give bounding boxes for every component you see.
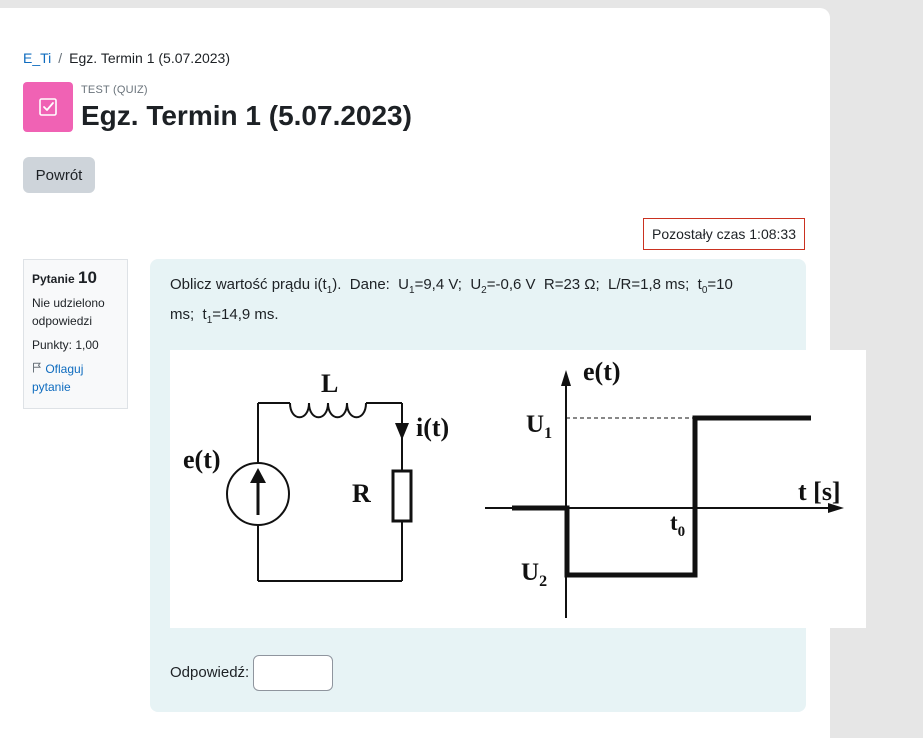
question-lead-sub: 1 [326, 285, 333, 296]
graph-y-label: e(t) [583, 357, 621, 386]
breadcrumb-course-link[interactable]: E_Ti [23, 50, 52, 66]
given-u2-value: =-0,6 V [486, 276, 536, 293]
given-u1-sub: 1 [409, 285, 415, 296]
quiz-checkbox-icon [23, 82, 73, 132]
given-t1-value: =14,9 ms. [212, 306, 279, 323]
breadcrumb-separator: / [58, 50, 63, 66]
question-lead: Oblicz wartość prądu i(t [170, 276, 327, 293]
voltage-waveform [512, 415, 811, 578]
flag-question-label: Oflaguj pytanie [32, 362, 84, 394]
quiz-timer: Pozostały czas 1:08:33 [643, 218, 805, 250]
given-r: R=23 Ω; [543, 276, 600, 293]
activity-type-label: TEST (QUIZ) [81, 84, 148, 96]
t0-label-main: t [670, 510, 678, 535]
u1-label-sub: 1 [544, 425, 552, 442]
circuit-and-graph: L i(t) e(t) R e(t) t [s] U1 U2 t0 [183, 357, 844, 618]
given-u1: U [398, 276, 410, 293]
question-figure: L i(t) e(t) R e(t) t [s] U1 U2 t0 [170, 350, 866, 628]
source-label: e(t) [183, 445, 221, 474]
question-text: Oblicz wartość prądu i(t1). Dane: U1=9,4… [170, 273, 790, 333]
given-t0-sub: 0 [701, 285, 708, 296]
page-title: Egz. Termin 1 (5.07.2023) [81, 100, 412, 131]
page-region: E_Ti / Egz. Termin 1 (5.07.2023) TEST (QUI… [0, 8, 866, 738]
question-number-label: Pytanie [32, 272, 75, 286]
given-t0: t [697, 276, 702, 293]
resistor-label: R [352, 479, 371, 508]
question-grade: Punkty: 1,00 [32, 338, 99, 352]
given-t1: t [202, 306, 207, 323]
given-u1-value: =9,4 V; [414, 276, 462, 293]
timer-value: 1:08:33 [749, 226, 796, 242]
question-lead-end: ). [332, 276, 342, 293]
question-content: Oblicz wartość prądu i(t1). Dane: U1=9,4… [150, 259, 866, 712]
u2-label-main: U [521, 559, 539, 586]
answer-label: Odpowiedź: [170, 664, 250, 681]
flag-icon [32, 362, 45, 376]
inductor-label: L [321, 369, 338, 398]
question-number: 10 [78, 268, 97, 287]
given-lr: L/R=1,8 ms; [608, 276, 690, 293]
given-u2-sub: 2 [481, 285, 487, 296]
current-arrow [395, 423, 409, 440]
back-button[interactable]: Powrót [23, 157, 95, 193]
t0-label-sub: 0 [678, 524, 686, 540]
graph-x-label: t [s] [798, 477, 841, 506]
breadcrumb: E_Ti / Egz. Termin 1 (5.07.2023) [23, 50, 230, 66]
given-t1-sub: 1 [206, 315, 213, 326]
question-state: Nie udzielono odpowiedzi [32, 296, 105, 328]
given-t0-value: =10 ms; [170, 276, 733, 323]
timer-label: Pozostały czas [652, 226, 746, 242]
given-label: Dane: [349, 276, 390, 293]
u1-label-main: U [526, 411, 544, 438]
answer-input[interactable] [253, 655, 333, 691]
u2-label-sub: 2 [539, 573, 547, 590]
resistor-symbol [391, 469, 413, 523]
voltage-source-symbol [226, 462, 290, 526]
u1-label: U1 [526, 411, 552, 442]
flag-question-link[interactable]: Oflaguj pytanie [32, 360, 119, 396]
t0-label: t0 [670, 510, 685, 540]
breadcrumb-current: Egz. Termin 1 (5.07.2023) [69, 50, 231, 66]
current-label: i(t) [416, 413, 449, 442]
u2-label: U2 [521, 559, 547, 590]
given-u2: U [470, 276, 482, 293]
question-info-panel: Pytanie 10 Nie udzielono odpowiedzi Punk… [23, 259, 128, 409]
